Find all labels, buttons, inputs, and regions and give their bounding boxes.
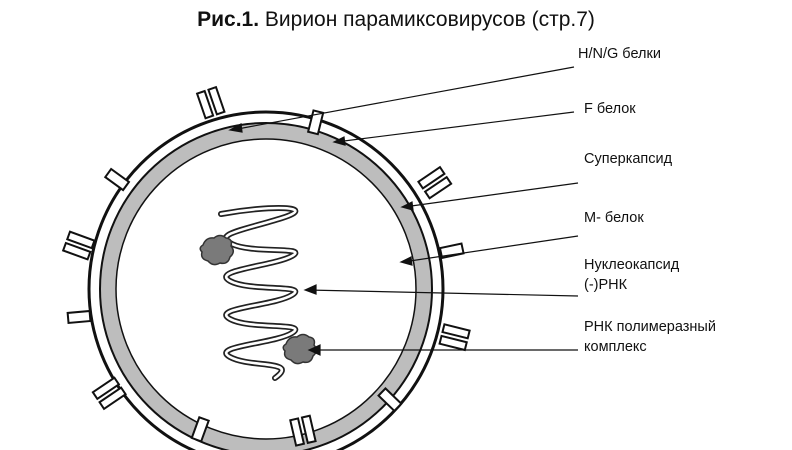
figure-number: Рис.1. [197, 8, 260, 31]
label-polymerase-line2: комплекс [584, 339, 647, 355]
nucleocapsid-helix-inner [219, 206, 297, 380]
label-supercapsid: Суперкапсид [584, 151, 673, 167]
f-spike [66, 309, 92, 324]
surface-spikes [61, 85, 471, 447]
hng-spike [289, 414, 317, 447]
hng-spike [195, 85, 226, 120]
leader-f [335, 111, 575, 143]
f-spike [190, 416, 210, 443]
leader-m [402, 235, 579, 263]
label-m-protein: М- белок [584, 210, 644, 226]
arrowhead-m [399, 256, 413, 266]
leader-hng [231, 66, 575, 131]
f-spike [103, 167, 131, 192]
figure-caption: Вирион парамиксовирусов (стр.7) [264, 8, 595, 31]
figure-title: Рис.1. Вирион парамиксовирусов (стр.7) [0, 8, 792, 32]
arrowhead-f [332, 136, 346, 146]
hng-spike [417, 165, 453, 200]
polymerase-complex [282, 333, 317, 365]
label-polymerase-line1: РНК полимеразный [584, 319, 716, 335]
label-hng-proteins: H/N/G белки [578, 46, 661, 62]
arrowhead-polymerase [307, 344, 321, 356]
label-f-protein: F белок [584, 101, 636, 117]
arrowhead-nucleocapsid [303, 284, 317, 295]
hng-spike [91, 376, 127, 411]
arrowhead-supercapsid [400, 201, 414, 211]
label-rna: (-)РНК [584, 277, 628, 293]
arrowhead-hng [228, 123, 243, 133]
hng-spike [61, 230, 96, 261]
label-nucleocapsid: Нуклеокапсид [584, 257, 680, 273]
leader-nucleocapsid [306, 289, 579, 297]
f-spike [377, 386, 403, 413]
hng-spike [438, 323, 471, 352]
f-spike [306, 109, 325, 136]
polymerase-complex [199, 234, 234, 266]
leader-supercapsid [403, 182, 579, 208]
leader-lines [228, 66, 579, 356]
